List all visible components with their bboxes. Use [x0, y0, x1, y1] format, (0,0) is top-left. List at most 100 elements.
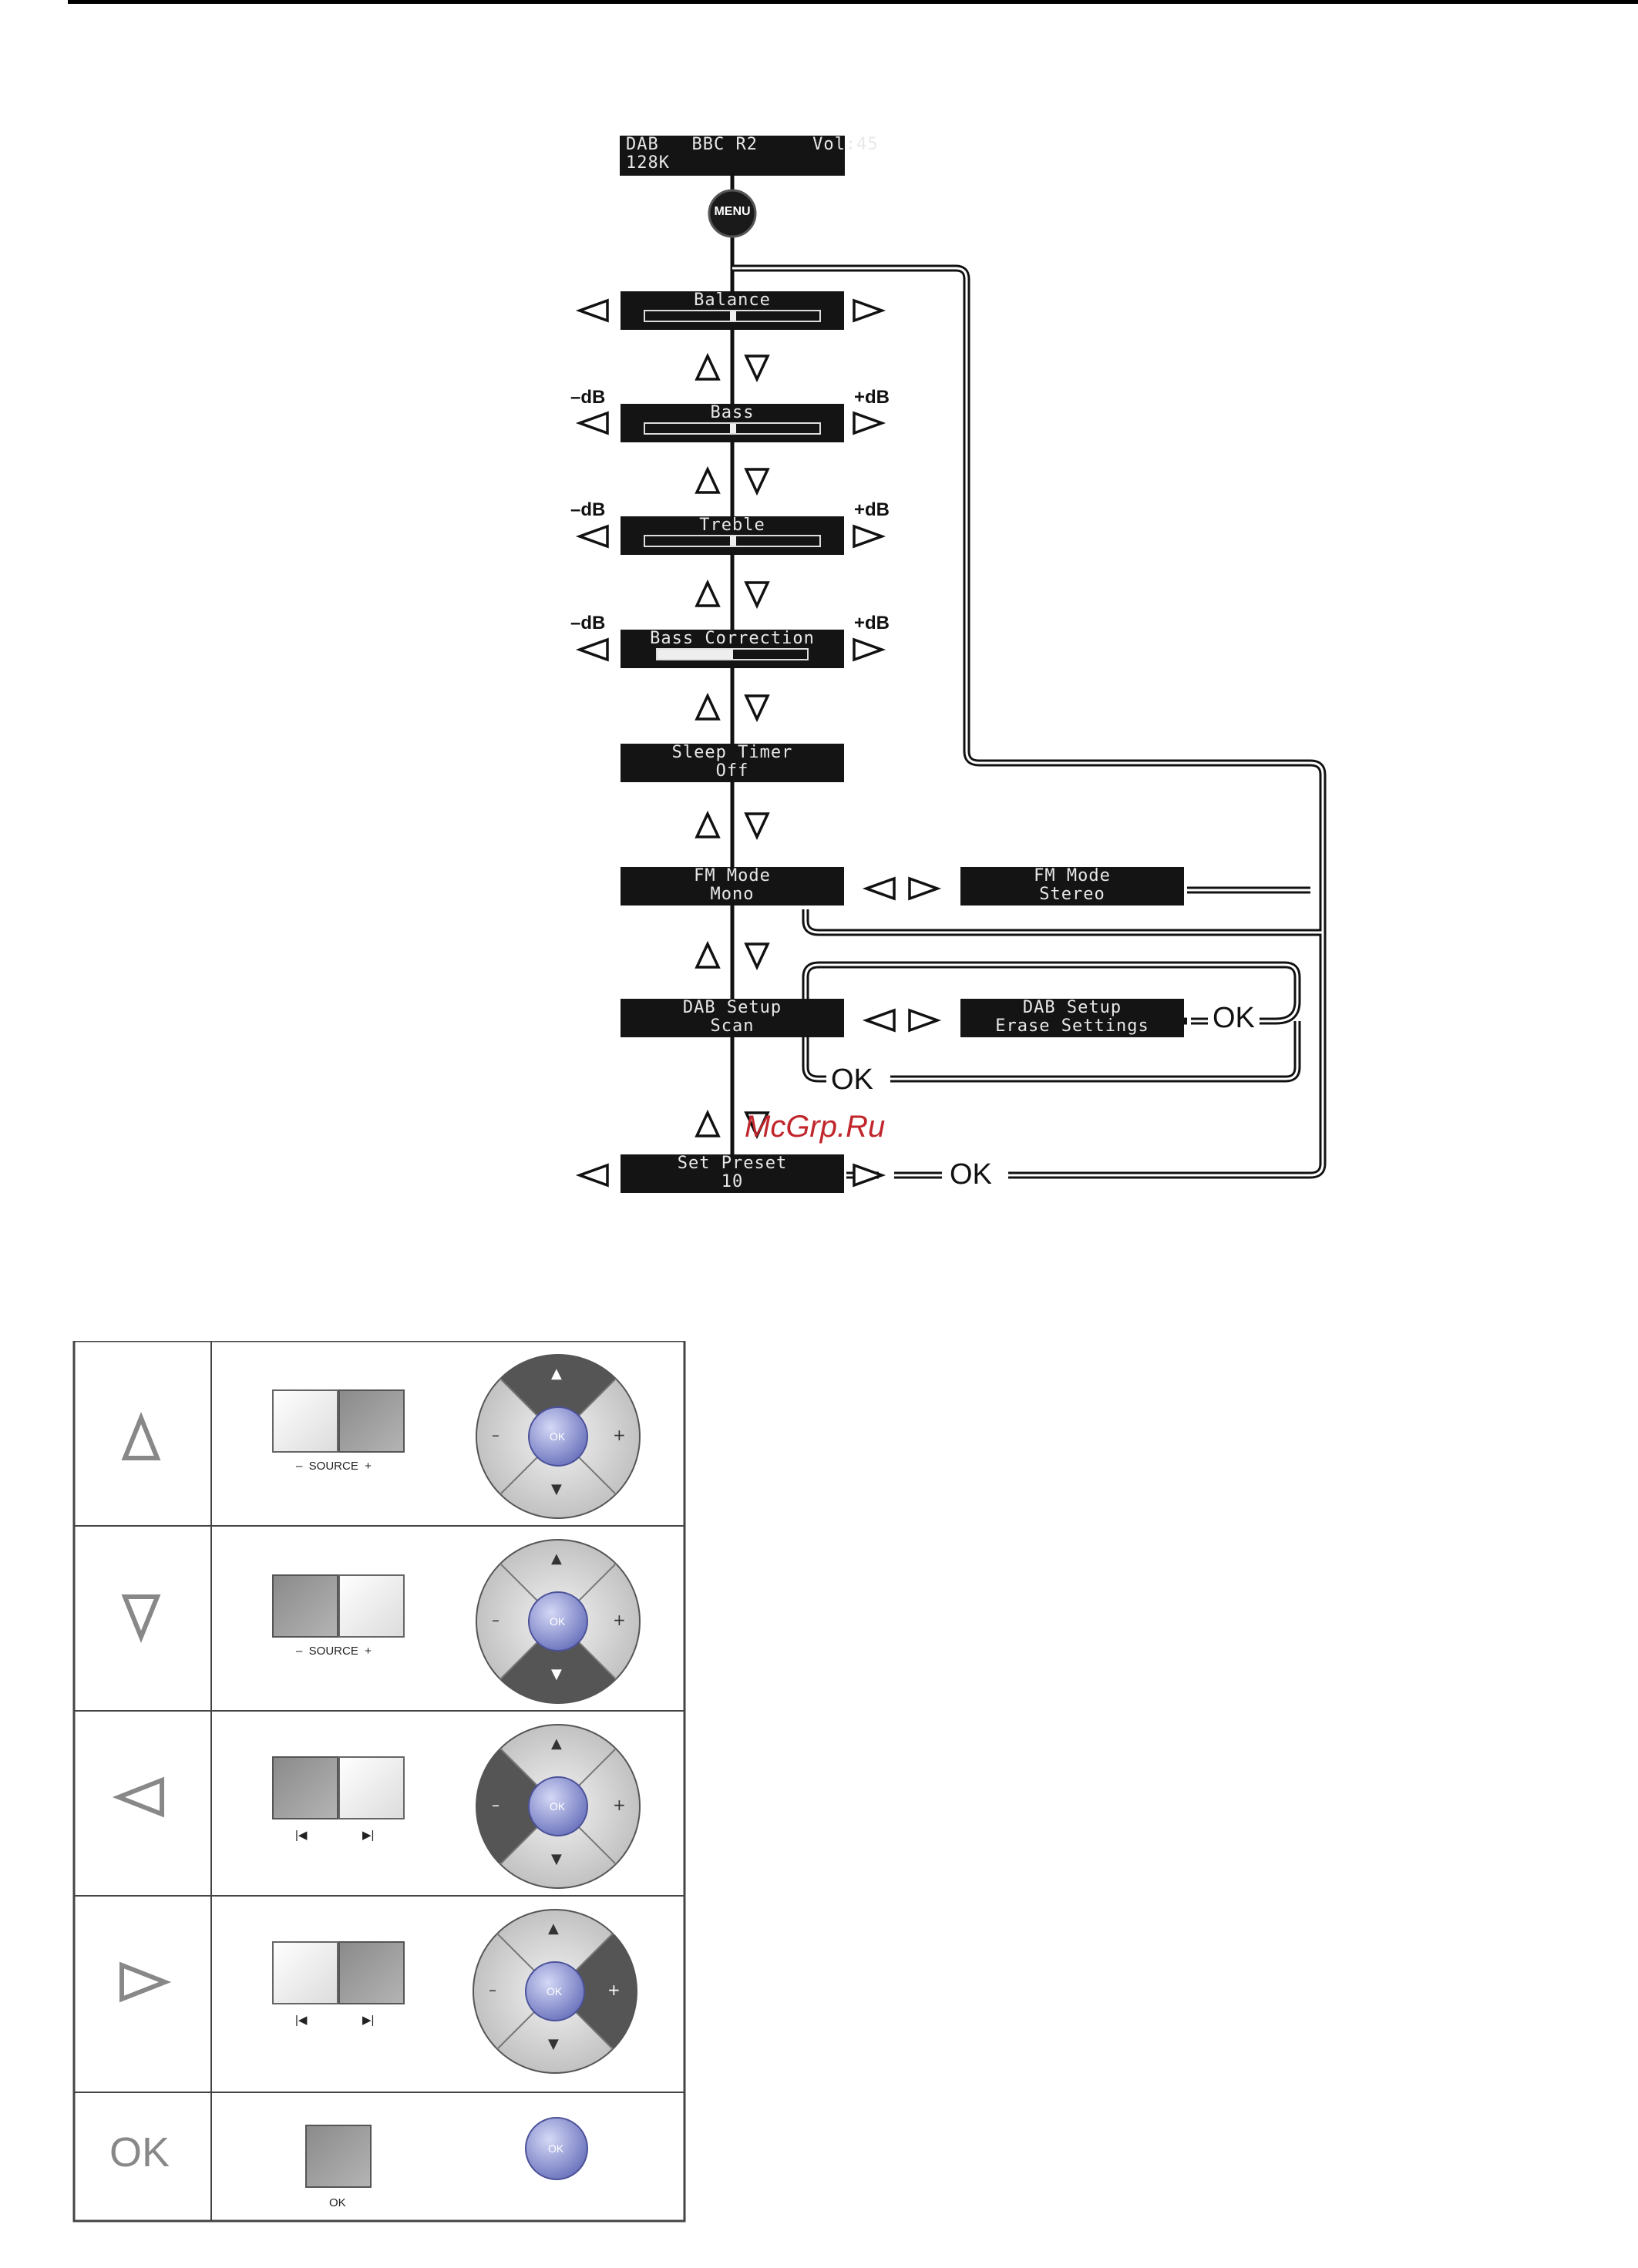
table-left-triangle-icon — [112, 1776, 164, 1818]
screen-set-preset: Set Preset 10 — [621, 1154, 844, 1193]
pad2-up-arrow: ▲ — [551, 1551, 562, 1567]
screen-sleep-timer: Sleep Timer Off — [621, 744, 844, 782]
right-triangle-balance — [853, 298, 886, 323]
right-triangle-dab — [908, 1008, 942, 1033]
up-down-pair-3 — [695, 579, 770, 610]
screen-dab-setup: DAB Setup Scan — [621, 999, 844, 1037]
screen-dab-setup-alt-line2: Erase Settings — [995, 1016, 1149, 1036]
plus-db-bass: +dB — [854, 387, 890, 408]
screen-fm-mode-alt: FM Mode Stereo — [960, 867, 1184, 906]
keycap-label-ok: OK — [329, 2196, 346, 2209]
screen-fm-mode-line1: FM Mode — [694, 866, 771, 885]
screen-sleep-timer-line1: Sleep Timer — [671, 743, 793, 762]
up-down-pair-1 — [695, 352, 770, 383]
keycap-label-source-2: – SOURCE + — [296, 1645, 372, 1658]
display-top-line1: DAB BBC R2 Vol:45 — [626, 135, 879, 154]
pad-right — [473, 1909, 637, 2074]
ok-button-round — [525, 2117, 588, 2180]
pad3-up-arrow: ▲ — [551, 1735, 562, 1752]
watermark: McGrp.Ru — [745, 1110, 886, 1144]
screen-bass: Bass — [621, 404, 844, 442]
table-right-triangle-icon — [119, 1961, 172, 2003]
up-down-pair-7 — [695, 1109, 770, 1140]
right-triangle-bass-correction — [853, 637, 886, 662]
left-triangle-bass-correction — [575, 637, 609, 662]
pad1-ok: OK — [550, 1430, 566, 1443]
bass-slider-marker — [730, 424, 736, 433]
menu-button-label[interactable]: MENU — [714, 205, 751, 218]
screen-balance-title: Balance — [694, 291, 771, 310]
pad3-down-arrow: ▼ — [551, 1851, 562, 1867]
up-down-pair-2 — [695, 465, 770, 496]
ok-round-label: OK — [548, 2142, 564, 2155]
pad3-ok: OK — [550, 1800, 566, 1813]
pad2-down-arrow: ▼ — [551, 1666, 562, 1682]
screen-bass-correction-title: Bass Correction — [650, 629, 815, 648]
balance-slider-marker — [730, 311, 736, 321]
screen-bass-title: Bass — [710, 403, 755, 422]
keycaps-row-right — [272, 1941, 405, 2004]
screen-treble: Treble — [621, 516, 844, 555]
bass-correction-slider — [656, 648, 809, 660]
keycap-ok — [305, 2125, 372, 2188]
keycap-label-source-1: – SOURCE + — [296, 1460, 372, 1473]
screen-fm-mode-alt-line2: Stereo — [1039, 885, 1105, 904]
keycaps-row-up — [272, 1389, 405, 1453]
right-triangle-bass — [853, 411, 886, 435]
left-triangle-balance — [575, 298, 609, 323]
ok-label-preset: OK — [945, 1158, 997, 1191]
left-triangle-bass — [575, 411, 609, 435]
plus-db-treble: +dB — [854, 499, 890, 520]
keycap-label-prev-1: |◀ — [295, 1829, 308, 1842]
left-triangle-dab — [862, 1008, 896, 1033]
screen-balance: Balance — [621, 291, 844, 330]
left-triangle-fm — [862, 876, 896, 901]
ok-label-dab-alt: OK — [1208, 1002, 1260, 1035]
plus-db-bass-correction: +dB — [854, 613, 890, 633]
table-up-triangle-icon — [121, 1411, 161, 1460]
keycaps-row-down — [272, 1574, 405, 1638]
right-triangle-preset — [853, 1163, 886, 1188]
pad2-minus: – — [492, 1611, 499, 1629]
pad2-ok: OK — [550, 1615, 566, 1628]
pad4-up-arrow: ▲ — [548, 1920, 559, 1937]
display-top-line2: 128K — [626, 153, 670, 173]
right-triangle-treble — [853, 524, 886, 549]
table-ok-symbol: OK — [109, 2129, 170, 2176]
top-rule — [68, 0, 1638, 4]
screen-set-preset-line2: 10 — [721, 1172, 744, 1191]
keycap-label-prev-2: |◀ — [295, 2014, 308, 2027]
screen-dab-setup-alt-line1: DAB Setup — [1022, 998, 1122, 1017]
menu-button-circle[interactable] — [708, 189, 757, 238]
pad-down — [476, 1539, 641, 1704]
treble-slider-marker — [730, 536, 736, 546]
keycaps-row-left — [272, 1756, 405, 1819]
left-triangle-treble — [575, 524, 609, 549]
screen-dab-setup-alt: DAB Setup Erase Settings — [960, 999, 1184, 1037]
table-down-triangle-icon — [121, 1594, 161, 1644]
minus-db-bass: –dB — [570, 387, 606, 408]
left-triangle-preset — [575, 1163, 609, 1188]
screen-fm-mode: FM Mode Mono — [621, 867, 844, 906]
menu-flow-diagram — [575, 176, 1327, 1188]
pad1-up-arrow: ▲ — [551, 1366, 562, 1382]
screen-sleep-timer-line2: Off — [715, 761, 749, 781]
pad3-plus: + — [613, 1796, 626, 1814]
keycap-label-next-2: ▶| — [362, 2014, 375, 2027]
screen-set-preset-line1: Set Preset — [677, 1154, 788, 1173]
pad1-minus: – — [492, 1426, 499, 1444]
display-top: DAB BBC R2 Vol:45 128K — [620, 135, 879, 176]
minus-db-treble: –dB — [570, 499, 606, 520]
pad-left — [476, 1724, 641, 1889]
screen-dab-setup-line1: DAB Setup — [682, 998, 782, 1017]
pad1-down-arrow: ▼ — [551, 1481, 562, 1497]
up-down-pair-5 — [695, 810, 770, 841]
pad4-plus: + — [607, 1981, 621, 1999]
pad4-ok: OK — [547, 1985, 563, 1998]
bass-correction-slider-fill — [658, 650, 733, 659]
pad4-down-arrow: ▼ — [548, 2036, 559, 2052]
pad-up — [476, 1354, 641, 1519]
pad1-plus: + — [613, 1426, 626, 1444]
pad4-minus: – — [489, 1981, 496, 1999]
